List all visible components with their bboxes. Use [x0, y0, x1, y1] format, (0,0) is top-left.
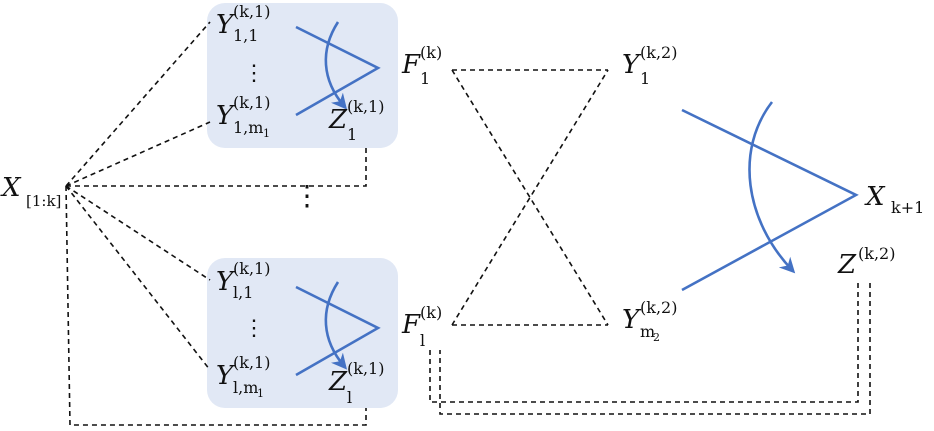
- label-y2-m2: Y (k,2) m 2: [622, 298, 677, 344]
- label-z-l: Z (k,1) l: [328, 359, 384, 407]
- svg-text:(k,1): (k,1): [233, 353, 270, 372]
- svg-text:1,m: 1,m: [233, 118, 263, 137]
- label-z-1: Z (k,1) 1: [328, 97, 384, 144]
- label-z2: Z (k,2): [837, 244, 895, 280]
- svg-text:(k,2): (k,2): [858, 244, 895, 263]
- svg-text:l,1: l,1: [233, 283, 253, 302]
- svg-text:X: X: [0, 173, 22, 203]
- svg-text:Y: Y: [216, 10, 236, 40]
- svg-text:(k,1): (k,1): [347, 97, 384, 116]
- svg-text:F: F: [401, 310, 421, 340]
- svg-text:F: F: [401, 50, 421, 80]
- svg-text:Y: Y: [216, 361, 236, 391]
- svg-text:1,1: 1,1: [233, 26, 258, 45]
- svg-text:(k,1): (k,1): [233, 2, 270, 21]
- svg-text:1: 1: [640, 69, 650, 88]
- svg-text:Y: Y: [622, 50, 642, 80]
- svg-text:(k,1): (k,1): [233, 259, 270, 278]
- label-y-l-m1: Y (k,1) l,m 1: [216, 353, 270, 400]
- svg-text:l: l: [347, 388, 352, 407]
- input-fanout-lines: [65, 21, 367, 426]
- svg-text:1: 1: [420, 69, 430, 88]
- group-box-top: [207, 3, 398, 148]
- vdots-icon: ⋮: [293, 179, 321, 212]
- label-x-next: X k+1: [864, 182, 924, 217]
- svg-text:Y: Y: [622, 305, 642, 335]
- arrow-glyph-large: [681, 101, 859, 292]
- vdots-icon: ⋮: [243, 61, 265, 86]
- feedback-lines: [429, 283, 871, 415]
- svg-text:Z: Z: [328, 105, 348, 135]
- svg-text:k+1: k+1: [891, 198, 924, 217]
- svg-text:(k,2): (k,2): [640, 43, 677, 62]
- arrow-glyph-top: [295, 21, 381, 117]
- svg-text:l,m: l,m: [233, 378, 258, 397]
- svg-text:1: 1: [263, 127, 270, 140]
- svg-text:(k,1): (k,1): [233, 93, 270, 112]
- arrow-glyph-bottom: [295, 281, 381, 377]
- svg-text:Y: Y: [216, 267, 236, 297]
- svg-text:(k): (k): [420, 43, 442, 62]
- svg-text:Y: Y: [216, 101, 236, 131]
- label-y2-1: Y (k,2) 1: [622, 43, 677, 88]
- svg-text:Z: Z: [837, 250, 857, 280]
- label-y-1-1: Y (k,1) 1,1: [216, 2, 270, 45]
- label-y-l-1: Y (k,1) l,1: [216, 259, 270, 302]
- svg-text:(k): (k): [420, 303, 442, 322]
- svg-text:1: 1: [347, 125, 357, 144]
- svg-text:Z: Z: [328, 367, 348, 397]
- group-box-bottom: [207, 258, 398, 408]
- svg-text:X: X: [864, 182, 886, 212]
- svg-text:m: m: [640, 322, 655, 341]
- cross-connection-lines: [451, 69, 609, 326]
- vdots-icon: ⋮: [243, 316, 265, 341]
- svg-text:l: l: [420, 331, 425, 350]
- label-x-1k: X [1:k]: [0, 173, 61, 210]
- svg-text:2: 2: [653, 331, 660, 344]
- svg-text:[1:k]: [1:k]: [26, 192, 61, 210]
- label-y-1-m1: Y (k,1) 1,m 1: [216, 93, 270, 140]
- label-f-l: F (k) l: [401, 303, 442, 350]
- svg-text:1: 1: [257, 387, 264, 400]
- svg-text:(k,2): (k,2): [640, 298, 677, 317]
- svg-text:(k,1): (k,1): [347, 359, 384, 378]
- label-f-1: F (k) 1: [401, 43, 442, 88]
